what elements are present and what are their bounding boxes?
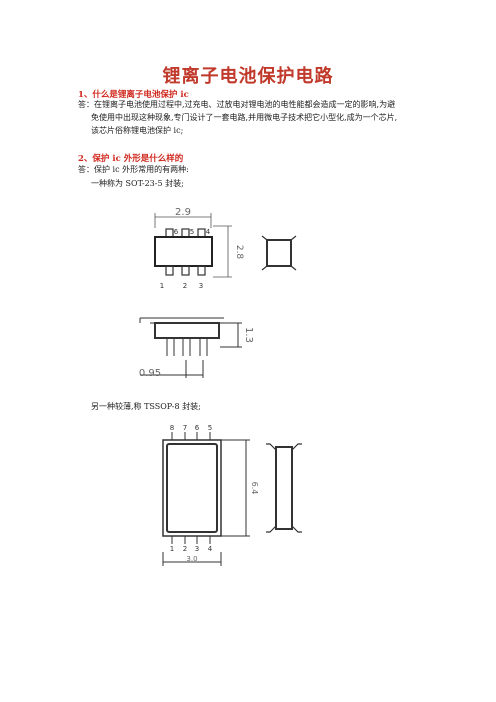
section-1-line-2: 免使用中出现这种现象,专门设计了一套电路,并用微电子技术把它小型化,成为一个芯片… — [91, 113, 398, 122]
tssop8-pin-5: 5 — [208, 424, 212, 432]
sot23-side-height-dim: 1.3 — [243, 327, 254, 343]
tssop8-pin-1: 1 — [170, 545, 174, 553]
tssop8-pin-2: 2 — [183, 545, 187, 553]
sot23-pitch-dim: 0.95 — [139, 368, 161, 379]
sot23-pin-3: 3 — [199, 282, 203, 290]
tssop8-pin-4: 4 — [208, 545, 213, 553]
tssop8-pin-6: 6 — [195, 424, 200, 432]
section-1-heading: 1、什么是锂离子电池保护 ic — [78, 90, 189, 100]
sot23-pin-2: 2 — [183, 282, 187, 290]
section-2-heading: 2、保护 ic 外形是什么样的 — [78, 154, 184, 164]
section-2-tssop-line: 另一种较薄,称 TSSOP-8 封装; — [91, 402, 201, 411]
tssop8-width-dim: 3.0 — [186, 555, 197, 563]
tssop8-height-dim: 6.4 — [250, 482, 259, 495]
sot23-pin-4: 4 — [206, 228, 211, 236]
section-2-line-1: 答：保护 ic 外形常用的有两种: — [78, 165, 189, 174]
tssop8-pin-8: 8 — [170, 424, 174, 432]
section-2-line-2: 一种称为 SOT-23-5 封装; — [91, 179, 184, 188]
sot23-height-dim: 2.8 — [234, 245, 244, 260]
sot23-pin-5: 5 — [190, 228, 194, 236]
document-title: 锂离子电池保护电路 — [162, 66, 334, 87]
sot23-width-dim: 2.9 — [175, 207, 191, 218]
section-1-line-3: 该芯片俗称锂电池保护 ic; — [91, 126, 184, 135]
tssop8-pin-3: 3 — [195, 545, 199, 553]
sot23-pin-6: 6 — [174, 228, 179, 236]
sot23-pin-1: 1 — [160, 282, 164, 290]
tssop8-pin-7: 7 — [183, 424, 187, 432]
section-1-line-1: 答：在锂离子电池使用过程中,过充电、过放电对锂电池的电性能都会造成一定的影响,为… — [78, 100, 396, 109]
